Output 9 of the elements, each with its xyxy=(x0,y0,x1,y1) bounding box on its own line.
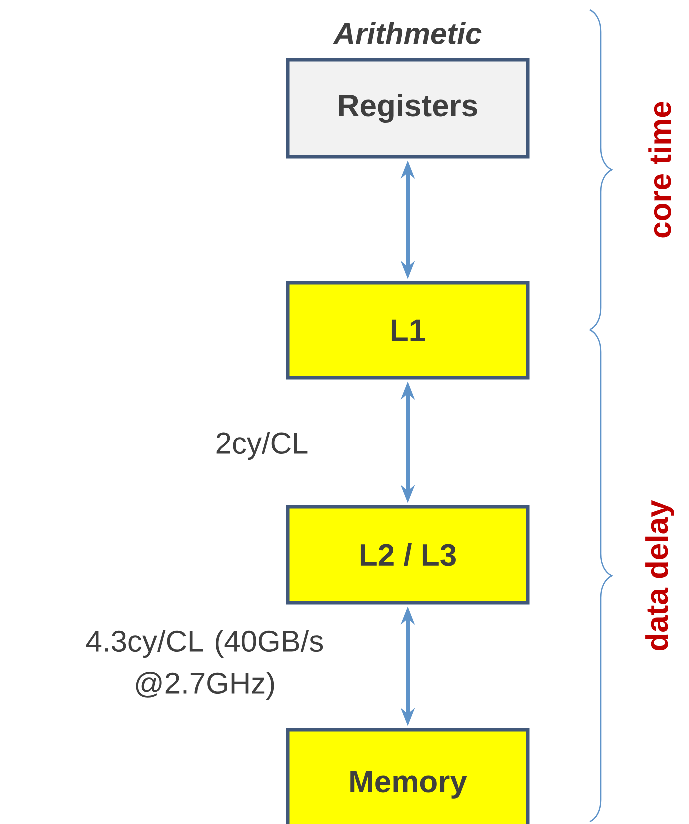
memory-level-box: L1 xyxy=(286,281,530,380)
edge-label: 4.3cy/CL (40GB/s @2.7GHz) xyxy=(86,630,324,700)
brace-label: data delay xyxy=(646,500,674,651)
memory-level-box: L2 / L3 xyxy=(286,505,530,605)
memory-level-box: Memory xyxy=(286,728,530,824)
node-label: Arithmetic xyxy=(333,22,482,44)
memory-level-box: Registers xyxy=(286,58,530,159)
edge-label: 2cy/CL xyxy=(216,432,308,460)
brace-label: core time xyxy=(648,102,672,238)
